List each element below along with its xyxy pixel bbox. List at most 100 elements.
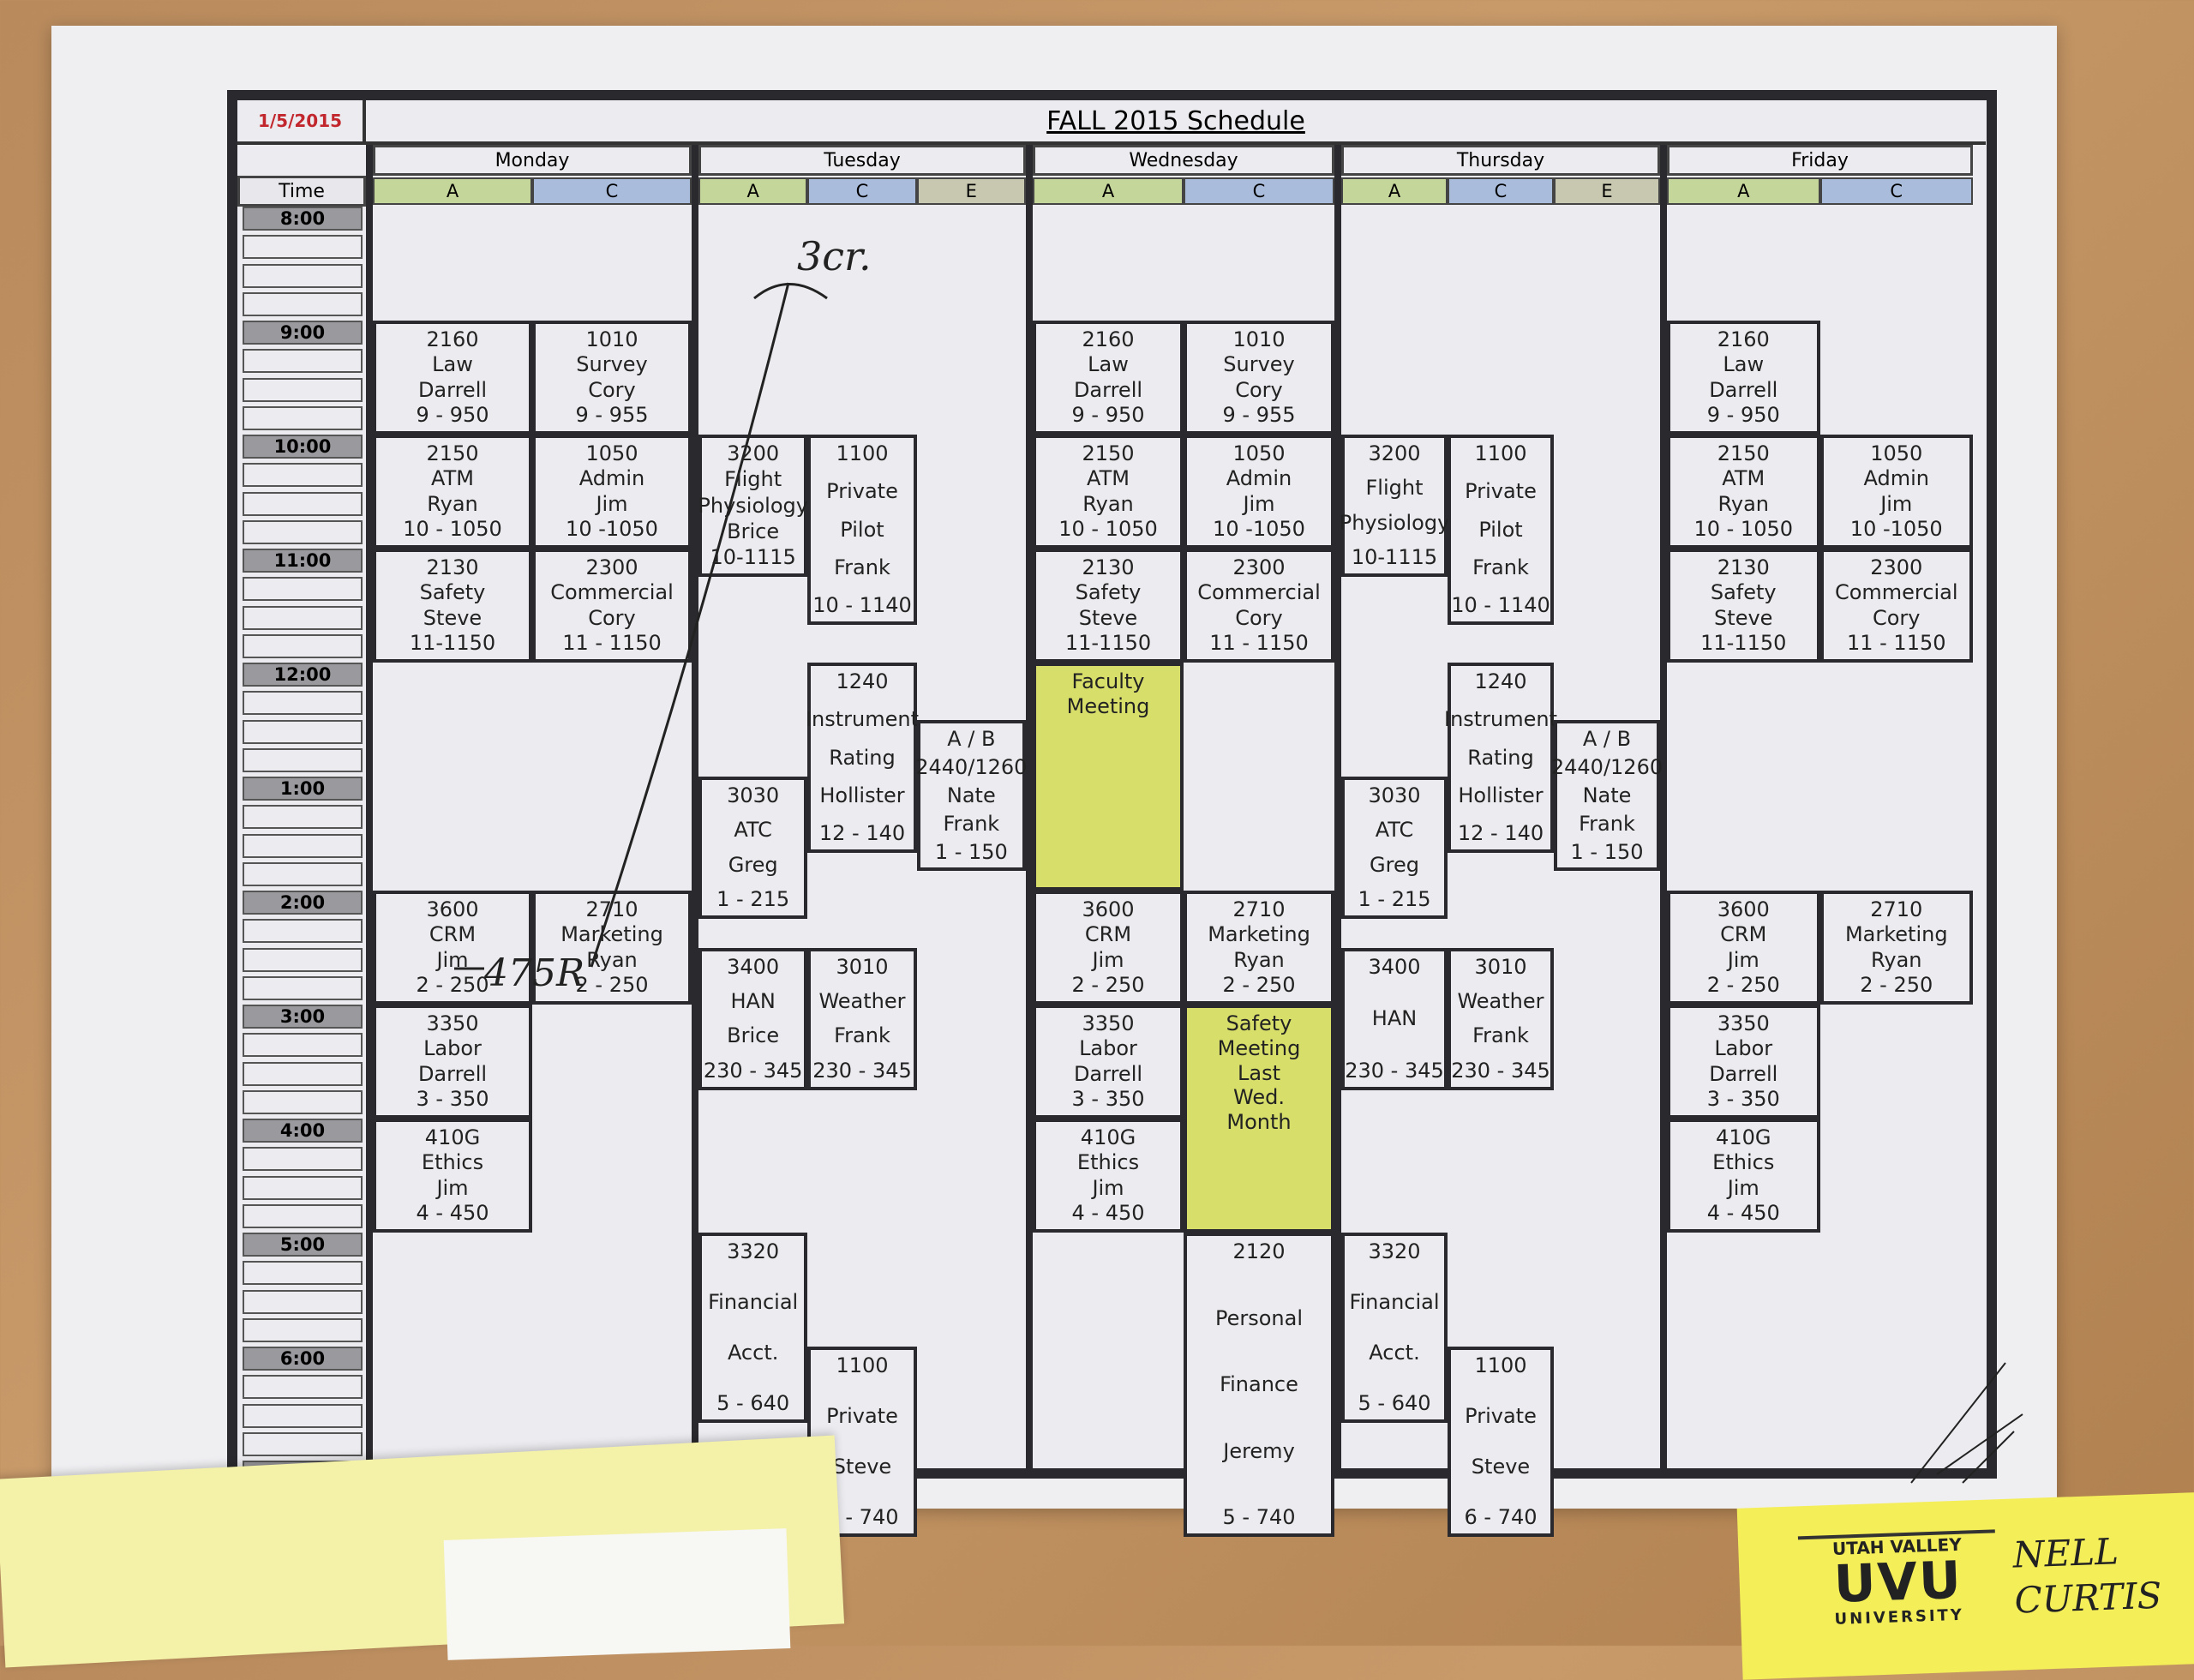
class-line: 2440/1260	[915, 754, 1028, 779]
class-line: 2440/1260	[1550, 754, 1663, 779]
time-column-header: Time	[237, 176, 366, 207]
time-slot	[243, 975, 363, 1000]
class-line: Jim	[1727, 1175, 1759, 1200]
class-line: 1100	[836, 1353, 889, 1377]
time-slot	[243, 1089, 363, 1114]
time-slot	[243, 1375, 363, 1400]
time-slot	[243, 1147, 363, 1172]
time-slot	[243, 919, 363, 944]
handwritten-line: NELL	[2011, 1530, 2119, 1576]
day-header: Wednesday	[1033, 145, 1334, 176]
time-label: 9:00	[243, 321, 363, 345]
class-line: 3350	[1717, 1011, 1770, 1035]
class-line: Commercial	[1197, 580, 1321, 605]
class-line: 10 -1050	[566, 517, 658, 542]
class-line: 1240	[836, 669, 889, 693]
class-line: 11-1150	[1700, 631, 1787, 656]
time-label: 12:00	[243, 663, 363, 687]
time-slot	[243, 1203, 363, 1228]
class-line: 1240	[1474, 669, 1527, 693]
class-line: 2300	[1232, 555, 1286, 579]
class-line: 2300	[585, 555, 638, 579]
time-slot	[243, 947, 363, 972]
class-line: 5 - 640	[716, 1391, 790, 1416]
class-line: Finance	[1220, 1372, 1298, 1397]
class-line: Steve	[832, 1455, 892, 1479]
class-line: HAN	[1371, 1006, 1418, 1031]
class-line: 12 - 140	[1457, 821, 1544, 846]
class-line: 2150	[426, 441, 479, 465]
time-slot	[243, 263, 363, 288]
column-header-c: C	[1819, 177, 1973, 205]
class-line: Admin	[578, 466, 645, 491]
class-line: 10 -1050	[1849, 517, 1943, 542]
class-line: Physiology	[1339, 510, 1450, 535]
class-line: Frank	[1472, 555, 1529, 579]
logo-main-text: UVU	[1832, 1550, 1963, 1615]
column-header-a: A	[1033, 177, 1184, 205]
class-line: 410G	[1716, 1125, 1771, 1149]
class-line: 3400	[1368, 954, 1421, 979]
class-line: Flight	[1365, 476, 1424, 501]
class-line: Safety	[419, 580, 486, 605]
class-line: Weather	[818, 988, 906, 1013]
class-line: Commercial	[550, 580, 674, 605]
time-slot	[243, 1403, 363, 1428]
class-line: 2150	[1082, 441, 1135, 465]
class-line: Marketing	[1208, 922, 1310, 947]
class-line: 1 - 215	[716, 887, 790, 912]
column-header-c: C	[807, 177, 917, 205]
class-line: 10-1115	[1351, 545, 1438, 570]
time-slot	[243, 691, 363, 716]
day-header: Thursday	[1341, 145, 1660, 176]
class-line: 2160	[1082, 327, 1135, 351]
uvu-logo: UTAH VALLEY UVU UNIVERSITY	[1797, 1529, 1999, 1643]
class-line: Brice	[727, 1023, 780, 1048]
class-line: Meeting	[1066, 693, 1150, 718]
day-header: Tuesday	[698, 145, 1026, 176]
class-line: 2 - 250	[1222, 973, 1296, 998]
class-line: 3010	[1474, 954, 1527, 979]
time-slot	[243, 1289, 363, 1314]
class-line: Darrell	[1709, 1061, 1778, 1086]
class-line: Labor	[1714, 1036, 1773, 1061]
time-slot	[243, 1317, 363, 1342]
day-header: Monday	[373, 145, 692, 176]
class-line: 230 - 345	[1451, 1058, 1550, 1083]
class-line: Ryan	[1717, 491, 1769, 516]
class-line: 9 - 950	[416, 403, 489, 428]
class-line: 1010	[585, 327, 638, 351]
class-line: Ryan	[1082, 491, 1134, 516]
class-line: Private	[1465, 479, 1537, 504]
class-line: 3600	[426, 897, 479, 921]
scribble-mark	[1910, 1362, 2023, 1484]
column-header-c: C	[1448, 177, 1554, 205]
class-line: 9 - 950	[1706, 403, 1780, 428]
time-slot	[243, 833, 363, 858]
annotation-475r: 475R	[483, 951, 584, 995]
class-line: 3030	[727, 783, 780, 807]
time-slot	[243, 291, 363, 316]
class-line: Labor	[1079, 1036, 1137, 1061]
class-line: Ryan	[1233, 947, 1285, 972]
class-line: Jim	[1727, 947, 1759, 972]
class-line: 3600	[1717, 897, 1770, 921]
class-line: CRM	[1720, 922, 1767, 947]
time-slot	[243, 405, 363, 430]
class-line: Pilot	[840, 517, 884, 542]
class-line: 410G	[1080, 1125, 1136, 1149]
